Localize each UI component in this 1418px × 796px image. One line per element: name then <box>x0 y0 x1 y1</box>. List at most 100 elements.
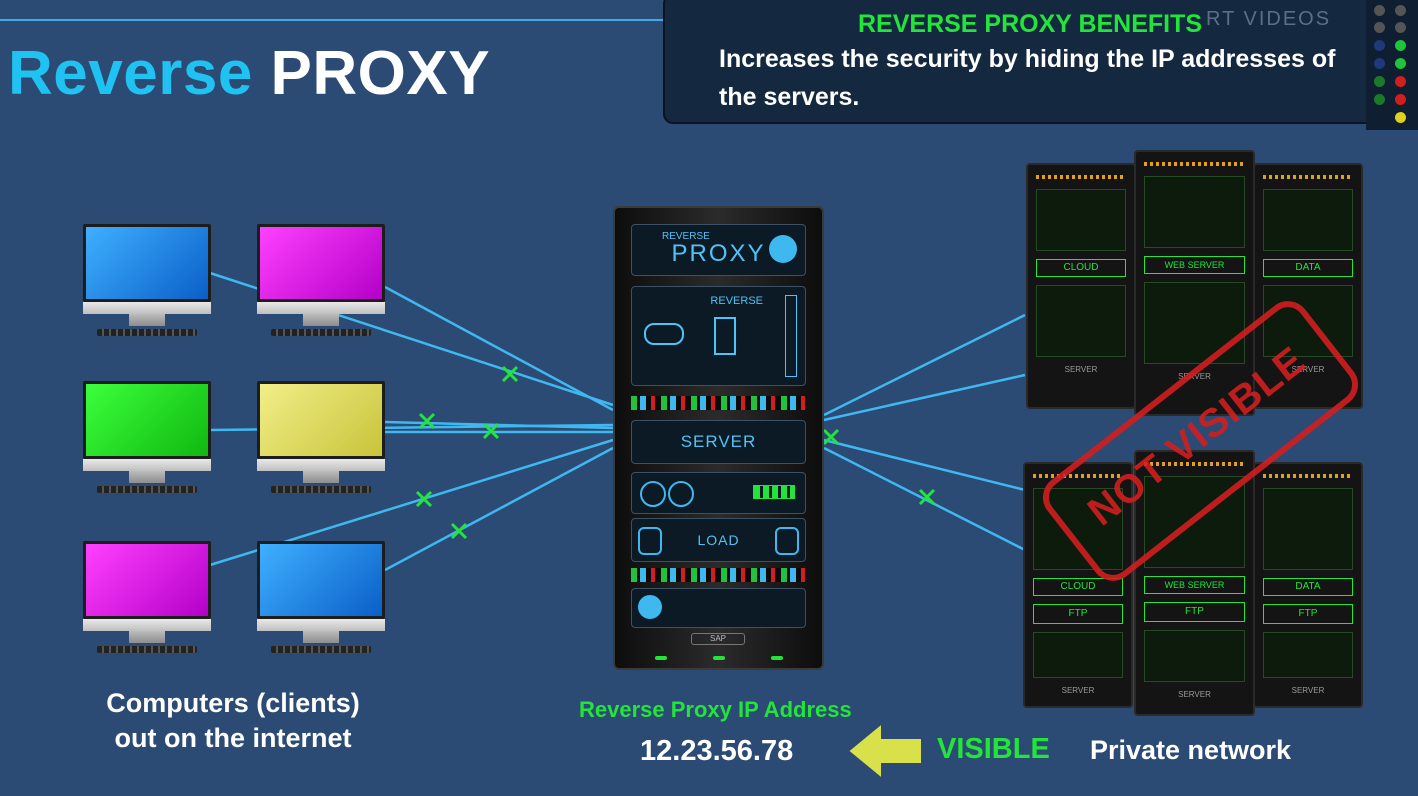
private-server-rack: DATA FTP SERVER <box>1253 462 1363 708</box>
fan-icon <box>640 481 666 507</box>
reverse-panel-label: REVERSE <box>710 295 763 307</box>
proxy-monitor-panel <box>631 588 806 628</box>
monitor-screen <box>257 224 385 302</box>
client-computer <box>83 381 211 493</box>
globe-icon <box>638 595 662 619</box>
indicator-dot <box>1374 22 1385 33</box>
server-icon <box>714 317 736 355</box>
power-led <box>771 656 783 660</box>
title-reverse: Reverse <box>8 39 253 108</box>
private-network-label: Private network <box>1090 735 1292 765</box>
title-proxy: PROXY <box>270 39 491 108</box>
blocked-x-icon <box>822 428 840 446</box>
keyboard-icon <box>271 486 371 493</box>
blocked-x-icon <box>415 490 433 508</box>
indicator-dot <box>1395 40 1406 51</box>
status-lights <box>631 568 806 582</box>
server-ftp-label: FTP <box>1033 604 1123 624</box>
proxy-server-panel: SERVER <box>631 420 806 464</box>
blocked-x-icon <box>418 412 436 430</box>
power-led <box>713 656 725 660</box>
keyboard-icon <box>97 486 197 493</box>
power-led <box>655 656 667 660</box>
client-computer <box>257 224 385 336</box>
server-footer-label: SERVER <box>1291 365 1325 374</box>
indicator-dot <box>1395 58 1406 69</box>
proxy-bottom-label: SAP <box>691 633 745 645</box>
blocked-x-icon <box>450 522 468 540</box>
keyboard-icon <box>97 329 197 336</box>
server-panel-web: WEB SERVER <box>1144 256 1245 274</box>
proxy-title-panel: REVERSE PROXY <box>631 224 806 276</box>
server-panel-cloud: CLOUD <box>1033 578 1123 596</box>
client-computer <box>257 381 385 493</box>
server-footer-label: SERVER <box>1061 686 1095 695</box>
server-panel-data: DATA <box>1263 259 1353 277</box>
server-link-line <box>823 313 1026 417</box>
database-icon <box>775 527 799 555</box>
clients-label-line2: out on the internet <box>114 723 352 753</box>
database-icon <box>638 527 662 555</box>
indicator-dot <box>1374 58 1385 69</box>
private-server-rack: WEB SERVER FTP SERVER <box>1134 450 1255 716</box>
blocked-x-icon <box>482 422 500 440</box>
blocked-x-icon <box>918 488 936 506</box>
server-ftp-label: FTP <box>1263 604 1353 624</box>
server-panel-cloud: CLOUD <box>1036 259 1126 277</box>
proxy-fan-panel <box>631 472 806 514</box>
keyboard-icon <box>271 646 371 653</box>
benefits-heading: REVERSE PROXY BENEFITS <box>858 10 1203 38</box>
proxy-load-panel: LOAD <box>631 518 806 562</box>
monitor-screen <box>83 541 211 619</box>
server-footer-label: SERVER <box>1291 686 1325 695</box>
server-panel-label: SERVER <box>680 432 757 451</box>
client-link-line <box>384 285 614 412</box>
indicator-dot <box>1395 22 1406 33</box>
keyboard-icon <box>271 329 371 336</box>
indicator-dot <box>1374 76 1385 87</box>
client-computer <box>83 541 211 653</box>
client-computer <box>83 224 211 336</box>
indicator-dot <box>1374 40 1385 51</box>
server-footer-label: SERVER <box>1064 365 1098 374</box>
client-link-line <box>384 446 614 572</box>
clients-label-line1: Computers (clients) <box>106 688 360 718</box>
private-server-rack: DATA SERVER <box>1253 163 1363 409</box>
indicator-dot <box>1395 94 1406 105</box>
proxy-ip-label: Reverse Proxy IP Address <box>579 697 852 722</box>
server-footer-label: SERVER <box>1178 372 1211 381</box>
top-divider-line <box>0 19 665 21</box>
indicator-dot <box>1374 94 1385 105</box>
server-link-line <box>823 438 1026 492</box>
server-panel-web: WEB SERVER <box>1144 576 1245 594</box>
monitor-screen <box>83 224 211 302</box>
panel-watermark-text: RT VIDEOS <box>1206 8 1332 30</box>
monitor-screen <box>83 381 211 459</box>
monitor-screen <box>257 541 385 619</box>
blocked-x-icon <box>501 365 519 383</box>
visible-label: VISIBLE <box>937 733 1050 765</box>
status-lights <box>631 396 806 410</box>
private-server-rack: CLOUD SERVER <box>1026 163 1136 409</box>
server-link-line <box>823 373 1026 422</box>
proxy-ip-value: 12.23.56.78 <box>640 735 794 767</box>
indicator-dot <box>1395 5 1406 16</box>
proxy-reverse-panel: REVERSE <box>631 286 806 386</box>
server-panel-data: DATA <box>1263 578 1353 596</box>
client-computer <box>257 541 385 653</box>
private-server-rack: CLOUD FTP SERVER <box>1023 462 1133 708</box>
arrow-left-icon <box>846 720 923 782</box>
gauge-bar <box>753 485 795 499</box>
benefits-text: Increases the security by hiding the IP … <box>719 45 1336 111</box>
indicator-dots-strip <box>1366 0 1418 130</box>
globe-icon <box>769 235 797 263</box>
fan-icon <box>668 481 694 507</box>
cloud-icon <box>644 323 684 345</box>
keyboard-icon <box>97 646 197 653</box>
indicator-dot <box>1395 112 1406 123</box>
load-panel-label: LOAD <box>697 532 740 548</box>
indicator-dot <box>1395 76 1406 87</box>
proxy-panel-label: PROXY <box>671 240 766 267</box>
server-footer-label: SERVER <box>1178 690 1211 699</box>
private-server-rack: WEB SERVER SERVER <box>1134 150 1255 416</box>
